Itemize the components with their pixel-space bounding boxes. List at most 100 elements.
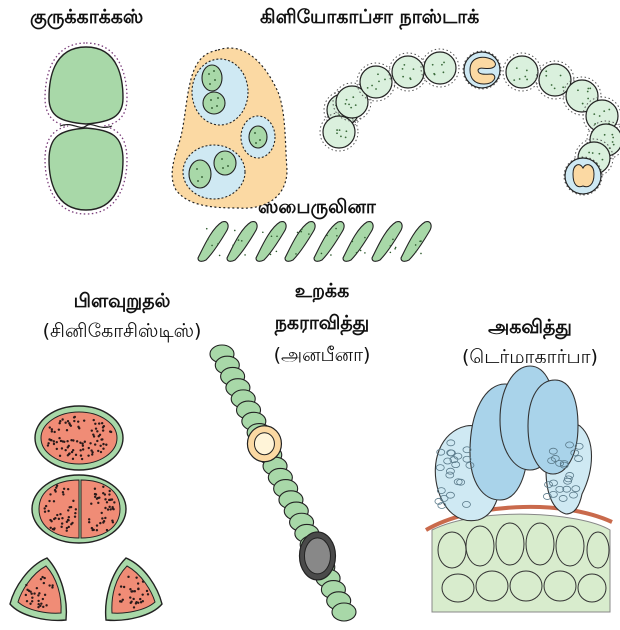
spirulina-dot: [336, 235, 338, 237]
fission-dot: [66, 527, 68, 529]
fission-dot: [91, 453, 93, 455]
nostoc-dot: [587, 98, 589, 100]
spirulina-dot: [206, 228, 208, 230]
nostoc-dot: [577, 89, 579, 91]
fission-dot: [108, 506, 110, 508]
fission-dot: [102, 443, 104, 445]
fission-dot: [45, 604, 47, 606]
fission-dot: [107, 508, 109, 510]
fission-dot: [81, 458, 83, 460]
nostoc-dot: [562, 86, 564, 88]
fission-dot: [66, 529, 68, 531]
nostoc-dot: [339, 129, 341, 131]
fission-dot: [101, 512, 103, 514]
heterocyst-core: [254, 433, 274, 455]
nostoc-dot: [434, 74, 436, 76]
fission-dot: [99, 445, 101, 447]
spirulina-coil: [256, 222, 286, 262]
fission-dot: [59, 513, 61, 515]
fission-dot: [38, 592, 40, 594]
fission-dot: [62, 493, 64, 495]
fission-dot: [84, 441, 86, 443]
fission-dot: [135, 602, 137, 604]
fission-dot: [45, 505, 47, 507]
fission-dot: [48, 500, 50, 502]
nostoc-dot: [432, 64, 434, 66]
fission-dot: [49, 493, 51, 495]
spirulina-dot: [360, 250, 362, 252]
fission-dot: [102, 486, 104, 488]
spirulina-dot: [232, 245, 234, 247]
fission-dot: [99, 434, 101, 436]
fission-dot: [91, 529, 93, 531]
fission-dot: [60, 440, 62, 442]
spirulina-dot: [276, 235, 278, 237]
fission-dot: [74, 516, 76, 518]
fission-dot: [82, 444, 84, 446]
fission-dot: [102, 429, 104, 431]
fission-dot: [104, 498, 106, 500]
nostoc-dot: [516, 67, 518, 69]
fission-dot: [79, 442, 81, 444]
spirulina-dot: [238, 239, 240, 241]
nostoc-dot: [413, 68, 415, 70]
spirulina-coil: [343, 222, 373, 262]
fission-dot: [49, 519, 51, 521]
fission-dot: [146, 590, 148, 592]
fission-dot: [88, 518, 90, 520]
fission-dot: [91, 429, 93, 431]
spirulina-dot: [420, 240, 422, 242]
fission-dot: [142, 600, 144, 602]
fission-dot: [61, 418, 63, 420]
spirulina-coil: [198, 222, 228, 262]
fission-dot: [120, 585, 122, 587]
fission-dot: [81, 442, 83, 444]
fission-dot: [132, 598, 134, 600]
nostoc-cell: [506, 56, 538, 88]
nostoc-dot: [560, 75, 562, 77]
fission-dot: [83, 419, 85, 421]
nostoc-dot: [524, 76, 526, 78]
fission-dot: [56, 441, 58, 443]
fission-dot: [101, 422, 103, 424]
fission-dot: [49, 426, 51, 428]
fission-dot: [43, 577, 45, 579]
fission-dot: [67, 509, 69, 511]
nostoc-dot: [611, 134, 613, 136]
fission-dot: [31, 597, 33, 599]
fission-dot: [132, 590, 134, 592]
gloeocapsa-cell: [45, 43, 127, 214]
spirulina-coil: [285, 222, 315, 262]
nostoc-dot: [377, 73, 379, 75]
fission-dot: [137, 582, 139, 584]
spirulina-dot: [392, 239, 394, 241]
fission-dot: [37, 600, 39, 602]
fission-dot: [67, 420, 69, 422]
nostoc-dot: [336, 129, 338, 131]
spirulina-dot: [217, 243, 219, 245]
fission-dot: [56, 448, 58, 450]
fission-dot: [109, 430, 111, 432]
nostoc-dot: [603, 110, 605, 112]
fission-dot: [134, 590, 136, 592]
fission-dot: [105, 444, 107, 446]
fission-dot: [97, 497, 99, 499]
nostoc-dot: [545, 70, 547, 72]
nostoc-dot: [352, 96, 354, 98]
fission-dot: [102, 426, 104, 428]
fission-cells: [10, 406, 162, 620]
fission-dot: [26, 600, 28, 602]
fission-dot: [30, 593, 32, 595]
nostoc-dot: [403, 64, 405, 66]
akinete-core: [304, 538, 330, 574]
fission-dot: [113, 501, 115, 503]
nostoc-dot: [593, 113, 595, 115]
fission-dot: [58, 518, 60, 520]
nostoc-dot: [409, 77, 411, 79]
fission-dot: [43, 582, 45, 584]
fission-dot: [95, 427, 97, 429]
nostoc-dot: [612, 137, 614, 139]
fission-dot: [51, 586, 53, 588]
